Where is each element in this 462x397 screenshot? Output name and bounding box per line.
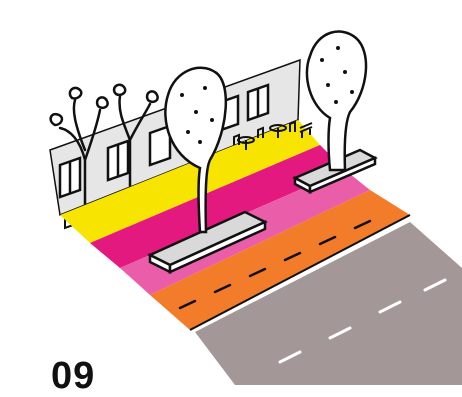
streetscape-illustration — [0, 0, 462, 385]
section-number: 09 — [51, 357, 95, 395]
